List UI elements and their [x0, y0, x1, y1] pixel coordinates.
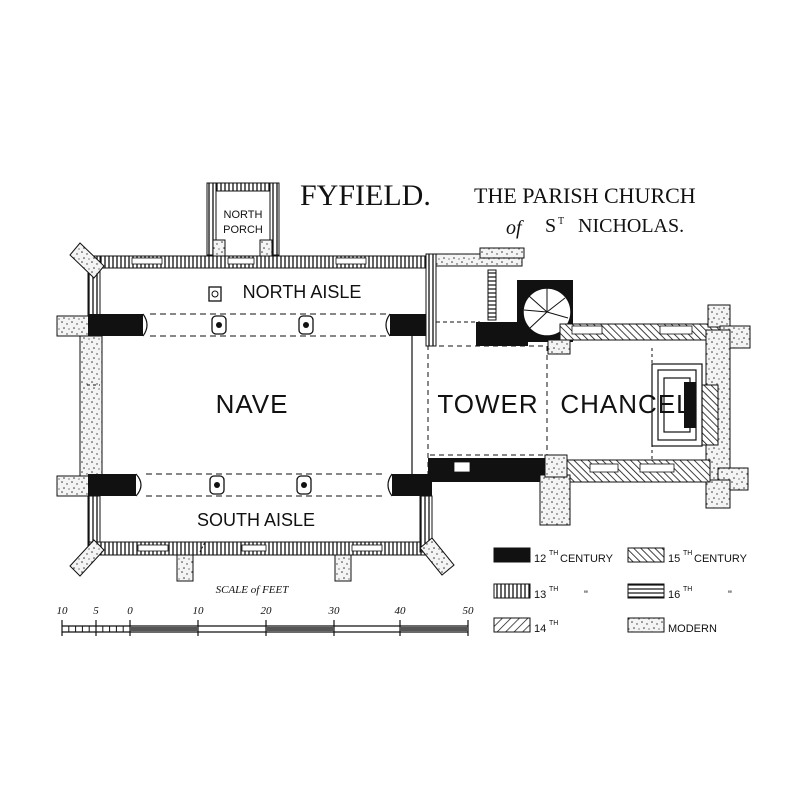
legend-modern: MODERN	[627, 617, 717, 635]
south-aisle-wall	[69, 495, 455, 582]
title-saint-sup: T	[558, 216, 564, 227]
svg-text:TH: TH	[549, 620, 558, 627]
svg-text:CENTURY: CENTURY	[560, 553, 614, 565]
west-wall	[56, 315, 103, 497]
svg-text:15: 15	[668, 553, 680, 565]
title-line1: THE PARISH CHURCH	[474, 183, 696, 208]
legend: 12 TH CENTURY 15 TH CENTURY 13 TH " 16 T…	[493, 547, 748, 635]
svg-text:14: 14	[534, 623, 546, 635]
svg-text:": "	[584, 589, 588, 601]
tower-label: TOWER	[437, 389, 538, 419]
nave-label: NAVE	[216, 389, 289, 419]
legend-15th: 15 TH CENTURY	[627, 547, 748, 565]
legend-14th: 14 TH	[493, 617, 558, 635]
svg-text:MODERN: MODERN	[668, 623, 717, 635]
scale-tick-label: 5	[93, 605, 99, 617]
title-main: FYFIELD.	[300, 179, 431, 212]
chancel	[539, 304, 751, 526]
north-aisle-wall	[69, 242, 427, 317]
north-porch: NORTH PORCH	[206, 182, 280, 257]
south-aisle-label: SOUTH AISLE	[197, 510, 315, 530]
svg-text:16: 16	[668, 589, 680, 601]
north-arcade	[88, 286, 430, 337]
svg-text:12: 12	[534, 553, 546, 565]
scale-tick-label: 0	[127, 605, 133, 617]
title-saint: S	[545, 215, 556, 237]
scale-tick-label: 40	[395, 605, 407, 617]
north-aisle-label: NORTH AISLE	[243, 282, 362, 302]
svg-text:CENTURY: CENTURY	[694, 553, 748, 565]
svg-text:": "	[728, 589, 732, 601]
scale-tick-label: 30	[328, 605, 341, 617]
north-porch-label-2: PORCH	[223, 224, 263, 236]
scale-tick-label: 10	[193, 605, 205, 617]
scale-title: SCALE of FEET	[216, 584, 290, 596]
svg-text:13: 13	[534, 589, 546, 601]
legend-16th: 16 TH "	[627, 583, 732, 601]
title-block: FYFIELD. THE PARISH CHURCH of S T NICHOL…	[300, 179, 696, 239]
chancel-label: CHANCEL	[560, 389, 691, 419]
svg-text:TH: TH	[683, 586, 692, 593]
svg-text:TH: TH	[549, 586, 558, 593]
scale-tick-label: 10	[57, 605, 69, 617]
title-line2: NICHOLAS.	[578, 215, 684, 237]
legend-13th: 13 TH "	[493, 583, 588, 601]
scale-tick-label: 50	[463, 605, 475, 617]
svg-text:TH: TH	[549, 550, 558, 557]
scale-tick-label: 20	[261, 605, 273, 617]
svg-text:TH: TH	[683, 550, 692, 557]
north-porch-label-1: NORTH	[224, 209, 263, 221]
title-of: of	[506, 217, 524, 239]
tower	[425, 247, 573, 482]
legend-12th: 12 TH CENTURY	[493, 547, 614, 565]
south-arcade	[88, 473, 432, 497]
